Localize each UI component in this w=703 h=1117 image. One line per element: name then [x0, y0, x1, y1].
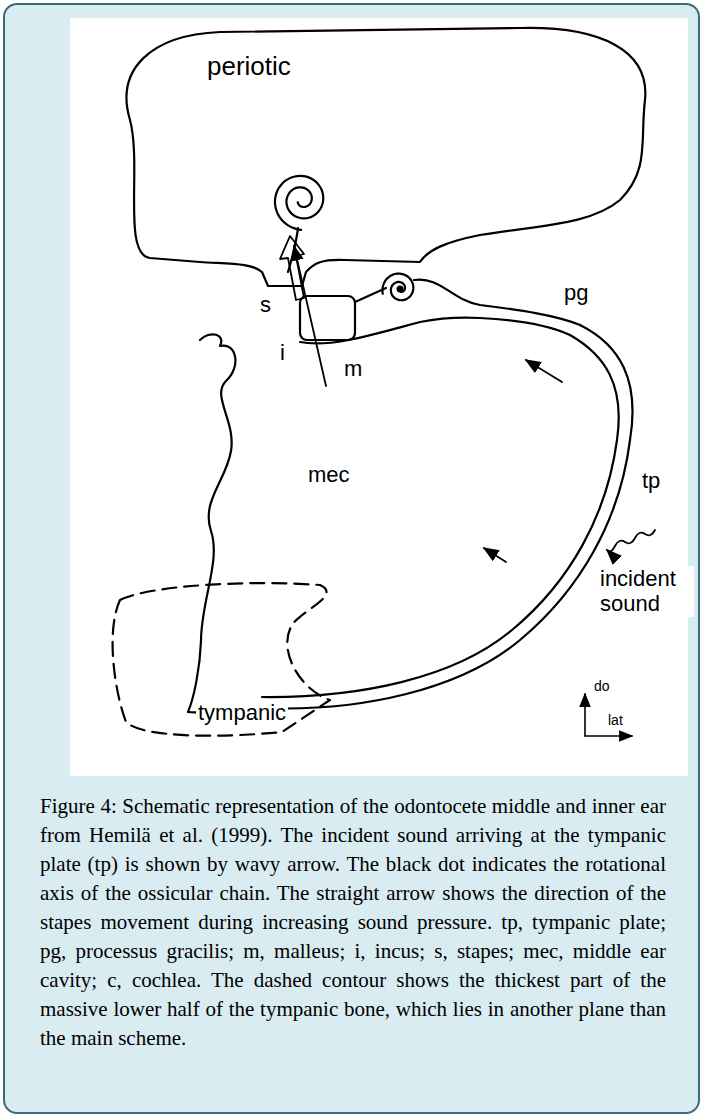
- bone-label: periotic: [205, 52, 293, 82]
- axis-dorsal: [584, 694, 586, 736]
- figure-panel: [70, 18, 688, 776]
- incus-shape: [300, 296, 355, 340]
- dashed-contour: [113, 583, 330, 736]
- axis-lateral: [585, 735, 632, 737]
- part-label: m: [342, 356, 364, 381]
- part-label: s: [258, 292, 273, 317]
- movement-arrow: [294, 246, 326, 386]
- part-label: tp: [640, 468, 662, 493]
- cochlea-spiral: [275, 176, 323, 230]
- pressure-arrow: [484, 548, 506, 562]
- sound-label: incident sound: [598, 566, 694, 617]
- tympanic-wall: [188, 334, 235, 712]
- bone-label: tympanic: [196, 700, 288, 725]
- tympanic-plate-outer: [188, 325, 633, 712]
- axis-label: lat: [606, 712, 625, 728]
- incident-sound-arrow: [607, 530, 655, 551]
- stapes-arrow: [280, 236, 304, 300]
- processus-gracilis-lower: [300, 317, 570, 343]
- part-label: pg: [562, 280, 590, 305]
- periotic-outline: [127, 28, 646, 286]
- region-label: mec: [306, 462, 352, 487]
- pressure-arrow: [526, 360, 562, 382]
- part-label: i: [278, 340, 287, 365]
- tympanic-plate-inner: [262, 335, 619, 697]
- malleus-spiral: [382, 274, 413, 301]
- rotation-axis-dot: [397, 286, 404, 293]
- figure-caption: Figure 4: Schematic representation of th…: [40, 792, 666, 1053]
- axis-label: do: [592, 678, 612, 694]
